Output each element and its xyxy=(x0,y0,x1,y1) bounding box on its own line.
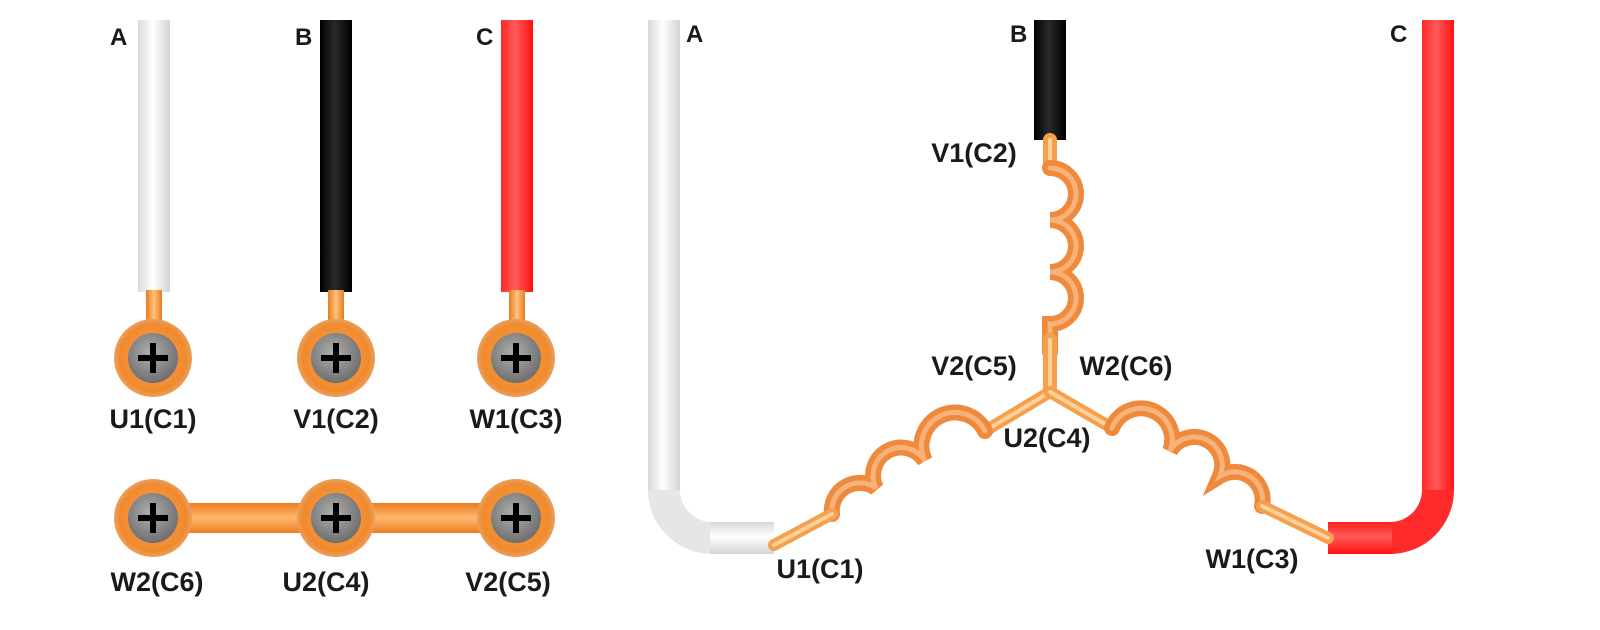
star-phase-c-cable xyxy=(1328,20,1454,554)
phase-c-cable xyxy=(501,20,533,292)
star-label-u2: U2(C4) xyxy=(1003,423,1090,453)
phase-label-c: C xyxy=(476,24,493,51)
terminal-label-v1: V1(C2) xyxy=(293,404,379,434)
terminal-label-v2: V2(C5) xyxy=(465,567,551,597)
terminal-v1-screw-icon xyxy=(297,319,375,397)
terminal-w2-screw-icon xyxy=(114,479,192,557)
terminal-label-u1: U1(C1) xyxy=(109,404,196,434)
star-phase-label-a: A xyxy=(686,21,703,48)
terminal-v2-screw-icon xyxy=(477,479,555,557)
terminal-u2-screw-icon xyxy=(297,479,375,557)
terminal-label-u2: U2(C4) xyxy=(282,567,369,597)
star-label-w1: W1(C3) xyxy=(1206,544,1299,574)
star-windings xyxy=(768,133,1334,551)
star-phase-label-b: B xyxy=(1010,21,1027,48)
terminal-block: A B C U1(C1) V1(C2) W1(C3) W2(C6) U2(C4)… xyxy=(109,20,563,597)
lead-u1 xyxy=(146,290,162,324)
winding-u-coil-icon xyxy=(823,404,993,522)
star-phase-b-cable xyxy=(1034,20,1066,140)
phase-b-cable xyxy=(320,20,352,292)
terminal-u1-screw-icon xyxy=(114,319,192,397)
lead-v1 xyxy=(328,290,344,324)
star-label-v1: V1(C2) xyxy=(931,138,1017,168)
phase-label-b: B xyxy=(295,24,312,51)
terminal-w1-screw-icon xyxy=(477,319,555,397)
star-label-u1: U1(C1) xyxy=(776,554,863,584)
star-label-w2: W2(C6) xyxy=(1080,351,1173,381)
phase-label-a: A xyxy=(110,24,127,51)
lead-w1 xyxy=(509,290,525,324)
star-diagram: A B C V1(C2) V2(C5) W2(C6) U2(C4) U1(C1)… xyxy=(648,20,1454,584)
star-phase-label-c: C xyxy=(1390,21,1407,48)
winding-w-coil-icon xyxy=(1104,400,1271,514)
terminal-label-w1: W1(C3) xyxy=(470,404,563,434)
star-phase-a-cable xyxy=(648,20,774,554)
star-label-v2: V2(C5) xyxy=(931,351,1017,381)
phase-a-cable xyxy=(138,20,170,292)
terminal-label-w2: W2(C6) xyxy=(111,567,204,597)
